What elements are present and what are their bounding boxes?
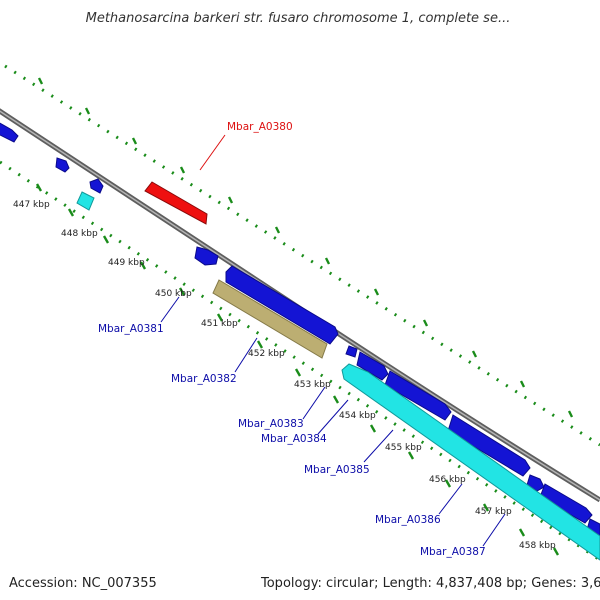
gene-label-mbar-a0387[interactable]: Mbar_A0387 (420, 546, 486, 558)
gene-label-mbar-a0382[interactable]: Mbar_A0382 (171, 373, 237, 385)
gene-label-mbar-a0381[interactable]: Mbar_A0381 (98, 323, 164, 335)
gene-arrow[interactable] (345, 345, 358, 358)
gene-arrow[interactable] (194, 246, 219, 266)
kbp-label: 457 kbp (475, 507, 512, 517)
forward-strand-genes (0, 122, 600, 539)
gene-label-mbar-a0383[interactable]: Mbar_A0383 (238, 418, 304, 430)
gene-labels: Mbar_A0380 Mbar_A0381 Mbar_A0382 Mbar_A0… (98, 121, 486, 558)
gene-cyan-long[interactable] (341, 363, 600, 561)
kbp-label: 449 kbp (108, 258, 145, 268)
gene-forward[interactable] (447, 414, 531, 477)
gene-mbar-a0381[interactable] (212, 279, 328, 359)
gene-label-mbar-a0385[interactable]: Mbar_A0385 (304, 464, 370, 476)
kbp-label: 452 kbp (248, 349, 285, 359)
accession-text: Accession: NC_007355 (9, 576, 157, 591)
gene-arrow[interactable] (55, 157, 70, 173)
inner-tick-track (0, 160, 600, 562)
kbp-labels: 447 kbp 448 kbp 449 kbp 450 kbp 451 kbp … (13, 200, 556, 551)
kbp-label: 448 kbp (61, 229, 98, 239)
kbp-label: 458 kbp (519, 541, 556, 551)
gene-label-mbar-a0380[interactable]: Mbar_A0380 (227, 121, 293, 133)
kbp-label: 456 kbp (429, 475, 466, 485)
reverse-strand-genes (76, 191, 600, 561)
gene-forward[interactable] (384, 370, 452, 421)
kbp-label: 447 kbp (13, 200, 50, 210)
kbp-label: 453 kbp (294, 380, 331, 390)
label-leader-lines (160, 134, 506, 547)
kbp-label: 455 kbp (385, 443, 422, 453)
kbp-label: 454 kbp (339, 411, 376, 421)
gene-label-mbar-a0384[interactable]: Mbar_A0384 (261, 433, 327, 445)
map-title: Methanosarcina barkeri str. fusaro chrom… (86, 11, 511, 26)
gene-mbar-a0380[interactable] (144, 181, 208, 225)
gene-label-mbar-a0386[interactable]: Mbar_A0386 (375, 514, 441, 526)
kbp-label: 450 kbp (155, 289, 192, 299)
outer-tick-track (4, 64, 600, 447)
gene-long-forward[interactable] (225, 265, 339, 345)
genome-summary-text: Topology: circular; Length: 4,837,408 bp… (260, 576, 600, 591)
gene-arrow[interactable] (89, 178, 104, 194)
tick-marks (35, 77, 574, 556)
gene-block[interactable] (0, 122, 19, 143)
gene-cyan-small[interactable] (76, 191, 95, 211)
kbp-label: 451 kbp (201, 319, 238, 329)
gene-forward[interactable] (356, 351, 389, 381)
